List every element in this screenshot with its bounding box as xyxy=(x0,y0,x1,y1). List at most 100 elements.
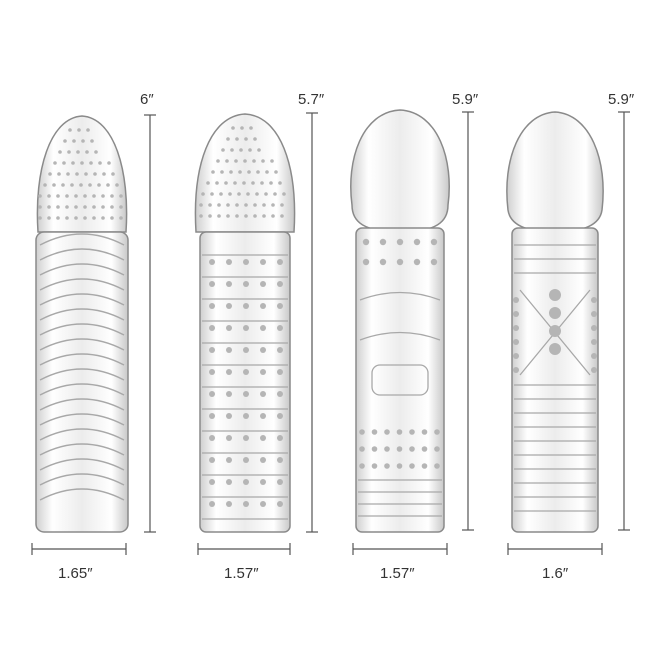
stud xyxy=(102,172,106,176)
stud xyxy=(421,446,428,452)
stud xyxy=(208,214,212,218)
stud xyxy=(237,192,241,196)
stud xyxy=(85,150,89,154)
stud xyxy=(384,429,390,435)
sleeve-3-pattern xyxy=(358,291,442,517)
stud xyxy=(71,161,75,165)
stud xyxy=(226,391,232,397)
stud xyxy=(79,183,83,187)
stud xyxy=(110,205,114,209)
rib xyxy=(39,383,125,396)
stud xyxy=(277,303,283,309)
stud xyxy=(273,192,277,196)
stud xyxy=(513,339,519,345)
stud xyxy=(434,446,440,452)
stud xyxy=(260,391,266,397)
stud xyxy=(219,192,223,196)
stud xyxy=(92,205,96,209)
width-label-2: 1.57″ xyxy=(224,565,259,582)
stud xyxy=(38,205,42,209)
stud xyxy=(413,238,421,246)
stud xyxy=(262,214,266,218)
stud xyxy=(384,463,390,469)
sleeve-2-tip xyxy=(194,113,296,233)
stud xyxy=(98,161,102,165)
stud xyxy=(513,367,519,373)
stud xyxy=(110,216,114,220)
stud xyxy=(56,205,60,209)
stud xyxy=(409,429,415,435)
stud xyxy=(359,446,365,452)
stud xyxy=(409,463,415,469)
stud xyxy=(246,192,250,196)
stud xyxy=(52,183,56,187)
stud xyxy=(75,172,79,176)
stud xyxy=(243,347,249,353)
stud xyxy=(362,258,370,266)
rib xyxy=(39,353,125,366)
stud xyxy=(260,413,266,419)
stud xyxy=(89,161,93,165)
stud xyxy=(217,214,221,218)
rib xyxy=(39,413,125,426)
stud xyxy=(243,501,249,507)
stud xyxy=(226,413,232,419)
stud xyxy=(111,172,115,176)
stud xyxy=(226,303,232,309)
sleeve-4-shaft xyxy=(511,227,599,533)
stud xyxy=(56,216,60,220)
stud xyxy=(235,214,239,218)
stud xyxy=(226,281,232,287)
stud xyxy=(221,148,225,152)
stud xyxy=(66,172,70,176)
stud xyxy=(549,289,561,301)
stud xyxy=(97,183,101,187)
stud xyxy=(101,194,105,198)
stud xyxy=(277,259,283,265)
stud xyxy=(260,181,264,185)
stud xyxy=(261,159,265,163)
stud xyxy=(62,161,66,165)
stud xyxy=(421,429,428,435)
stud xyxy=(277,501,283,507)
stud xyxy=(206,181,210,185)
stud xyxy=(277,435,283,441)
stud xyxy=(253,203,257,207)
stud xyxy=(209,369,215,375)
stud xyxy=(278,181,282,185)
stud xyxy=(280,203,284,207)
stud xyxy=(92,216,96,220)
sleeve-4-studs xyxy=(513,289,597,373)
stud xyxy=(65,205,69,209)
stud xyxy=(83,216,87,220)
stud xyxy=(115,183,119,187)
stud xyxy=(226,203,230,207)
stud xyxy=(260,501,266,507)
stud xyxy=(260,259,266,265)
stud xyxy=(244,214,248,218)
height-label-1: 6″ xyxy=(140,91,154,108)
height-label-2: 5.7″ xyxy=(298,91,325,108)
stud xyxy=(72,139,76,143)
rib xyxy=(39,398,125,411)
stud xyxy=(90,139,94,143)
stud xyxy=(434,429,440,435)
dimension-lines xyxy=(31,111,630,555)
stud xyxy=(240,126,244,130)
stud xyxy=(93,172,97,176)
stud xyxy=(265,170,269,174)
stud xyxy=(86,128,90,132)
stud xyxy=(264,192,268,196)
rib xyxy=(39,248,125,261)
sleeve-2-shaft xyxy=(199,231,291,533)
width-label-3: 1.57″ xyxy=(380,565,415,582)
stud xyxy=(243,325,249,331)
height-label-3: 5.9″ xyxy=(452,91,479,108)
stud xyxy=(239,148,243,152)
stud xyxy=(269,181,273,185)
stud xyxy=(63,139,67,143)
stud xyxy=(47,205,51,209)
stud xyxy=(235,203,239,207)
stud xyxy=(220,170,224,174)
